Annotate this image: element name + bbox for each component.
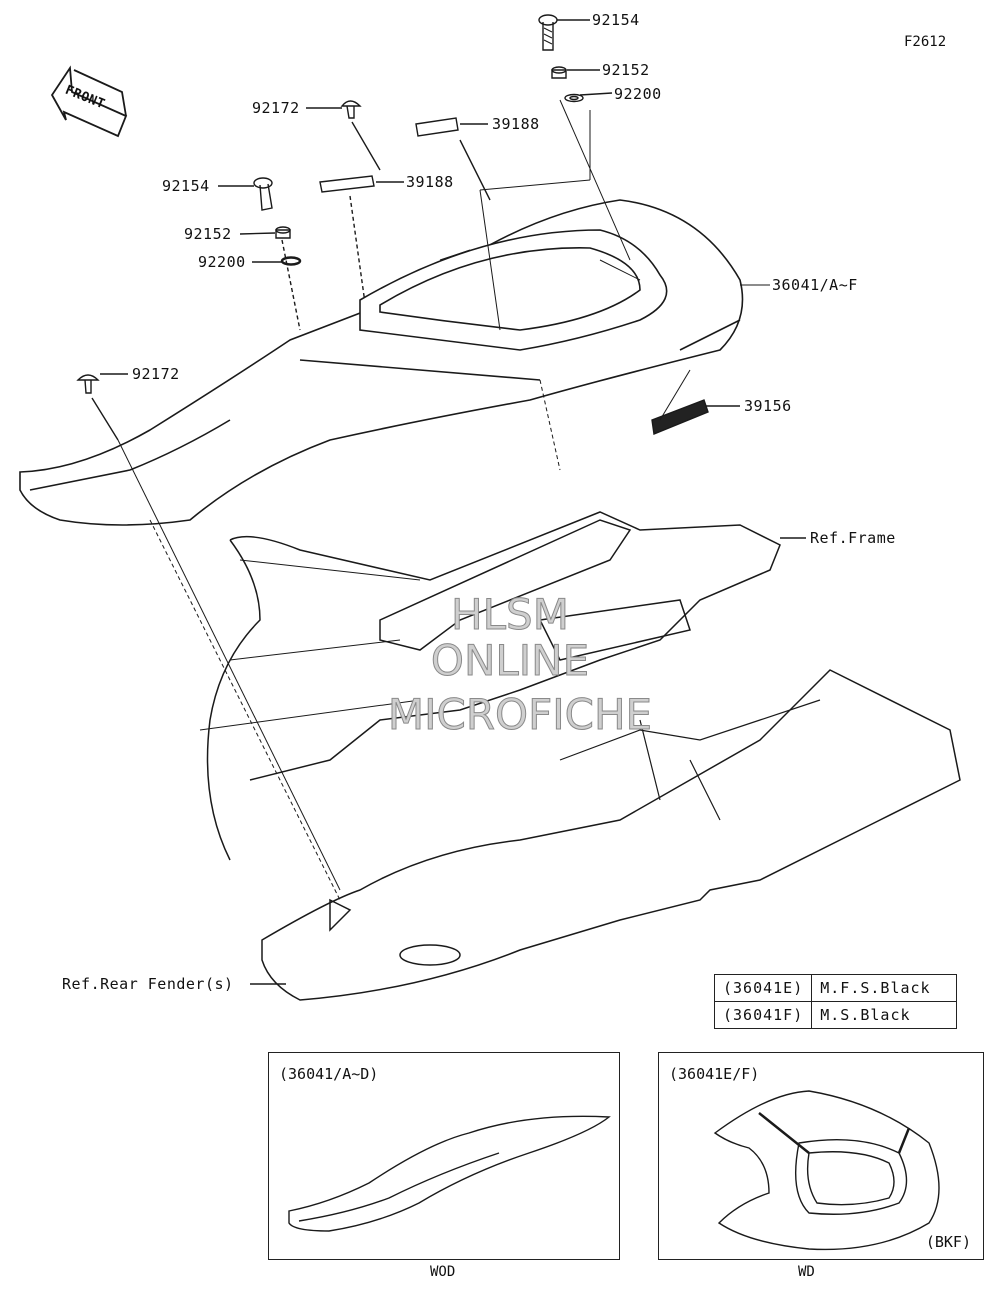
screw-top xyxy=(306,100,381,171)
frame xyxy=(199,511,806,861)
callout-92200-top: 92200 xyxy=(614,85,662,103)
inset-note-bkf: (BKF) xyxy=(925,1233,971,1251)
callout-92152-left: 92152 xyxy=(184,225,232,243)
inset-caption: (36041E/F) xyxy=(669,1065,760,1083)
inset-sub-wd: WD xyxy=(798,1264,815,1280)
callout-92172-top: 92172 xyxy=(252,99,300,117)
inset-sub-wod: WOD xyxy=(430,1264,456,1280)
callout-92200-left: 92200 xyxy=(198,253,246,271)
rear-fender xyxy=(250,669,961,1001)
seat-cowl-side-view xyxy=(288,1115,611,1232)
callout-39188-mid: 39188 xyxy=(406,173,454,191)
callout-39188-top: 39188 xyxy=(492,115,540,133)
table-row: (36041E) M.F.S.Black xyxy=(713,974,958,1002)
front-arrow-icon xyxy=(50,65,128,138)
figure-id: F2612 xyxy=(904,34,947,50)
callout-92172-left: 92172 xyxy=(132,365,180,383)
callout-92154-top: 92154 xyxy=(592,11,640,29)
table-cell-code: (36041F) xyxy=(713,1001,813,1029)
callout-39156: 39156 xyxy=(744,397,792,415)
screw-left xyxy=(76,373,128,441)
left-bolt-group xyxy=(218,177,302,331)
callout-ref-frame: Ref.Frame xyxy=(810,529,896,547)
color-code-table: (36041E) M.F.S.Black (36041F) M.S.Black xyxy=(713,974,958,1029)
table-cell-color: M.F.S.Black xyxy=(811,974,958,1002)
callout-92154-left: 92154 xyxy=(162,177,210,195)
table-row: (36041F) M.S.Black xyxy=(713,1001,958,1029)
inset-36041-e-f: (36041E/F) (BKF) xyxy=(658,1052,984,1260)
leader-lines xyxy=(117,99,770,901)
top-bolt-group xyxy=(538,14,613,103)
watermark-line1: HLSM xyxy=(451,590,570,640)
label-stickers xyxy=(319,117,740,435)
seat-cowl-top-view xyxy=(713,1090,940,1251)
seat-cowl xyxy=(19,199,744,526)
table-cell-code: (36041E) xyxy=(713,974,813,1002)
callout-36041: 36041/A~F xyxy=(772,276,858,294)
callout-92152-top: 92152 xyxy=(602,61,650,79)
callout-ref-rear-fender: Ref.Rear Fender(s) xyxy=(62,975,234,993)
table-cell-color: M.S.Black xyxy=(811,1001,958,1029)
watermark-line3: MICROFICHE xyxy=(387,690,653,740)
inset-36041-a-d: (36041/A~D) xyxy=(268,1052,620,1260)
inset-caption: (36041/A~D) xyxy=(279,1065,379,1083)
watermark-line2: ONLINE xyxy=(430,636,590,686)
